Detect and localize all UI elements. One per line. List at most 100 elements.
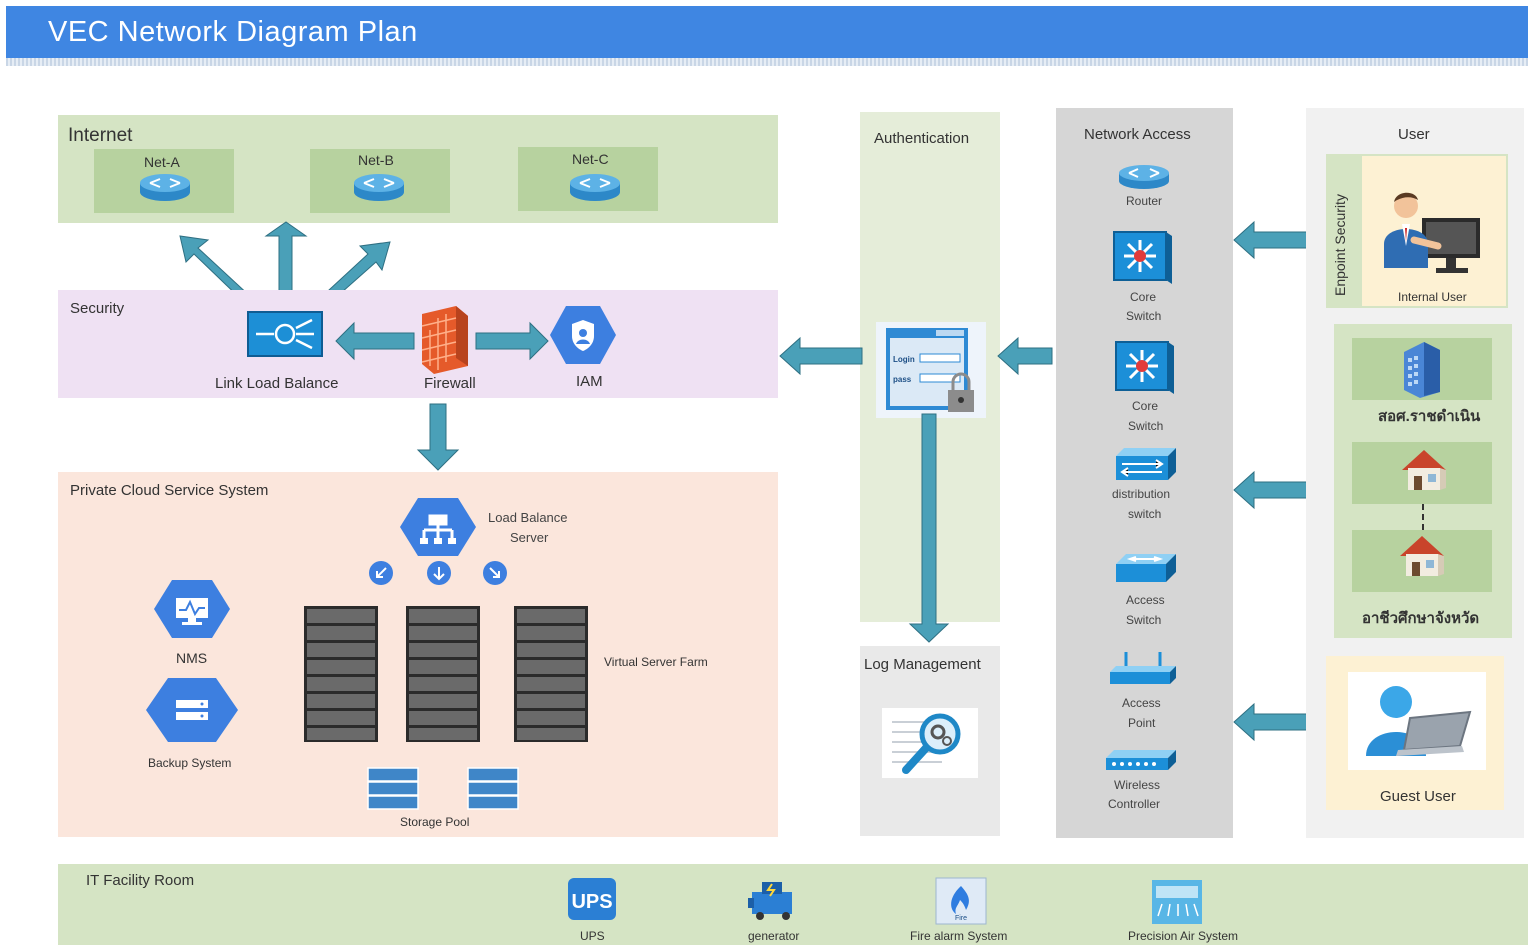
- log-management-title: Log Management: [864, 656, 981, 673]
- ups-label: UPS: [580, 929, 605, 943]
- access-switch-label-2: Switch: [1126, 613, 1162, 627]
- private-cloud-title: Private Cloud Service System: [70, 482, 269, 499]
- log-search-icon: [882, 708, 978, 778]
- internal-user-label: Internal User: [1398, 290, 1467, 304]
- net-c-box: Net-C: [518, 147, 658, 211]
- provincial-label: อาชีวศึกษาจังหวัด: [1362, 610, 1480, 627]
- fire-alarm-label: Fire alarm System: [910, 929, 1008, 943]
- router-label: Router: [1126, 194, 1163, 208]
- guest-user-label: Guest User: [1380, 788, 1456, 805]
- net-c-label: Net-C: [572, 151, 609, 167]
- internet-title: Internet: [68, 125, 133, 146]
- backup-label: Backup System: [148, 756, 232, 770]
- distribution-switch-icon: [1116, 448, 1176, 480]
- firewall-arrows: [335, 321, 549, 361]
- office-label: สอศ.ราชดำเนิน: [1378, 408, 1481, 425]
- private-cloud-panel: Private Cloud Service System Load Balanc…: [58, 472, 778, 837]
- house-icon: [1400, 536, 1444, 576]
- load-balance-label-2: Server: [510, 530, 549, 545]
- header-bar: VEC Network Diagram Plan: [6, 6, 1528, 58]
- page-title: VEC Network Diagram Plan: [48, 16, 418, 48]
- core-switch-1-label-1: Core: [1130, 290, 1157, 304]
- core-switch-2-label-1: Core: [1132, 399, 1159, 413]
- storage-icon-2: [467, 767, 519, 810]
- core-switch-icon: [1115, 341, 1174, 394]
- precision-air-label: Precision Air System: [1128, 929, 1239, 943]
- access-point-label-1: Access: [1122, 696, 1161, 710]
- facility-title: IT Facility Room: [86, 872, 195, 889]
- ups-badge-text: UPS: [571, 891, 612, 913]
- server-rack-2: [406, 606, 480, 742]
- arrow-to-security: [779, 336, 863, 376]
- security-panel: Security Link Load Balance Firewall IAM: [58, 290, 778, 398]
- internal-user-box: Enpoint Security Internal User: [1326, 154, 1508, 308]
- login-text: Login: [893, 355, 915, 364]
- endpoint-security-label: Enpoint Security: [1332, 194, 1348, 296]
- network-access-panel: Network Access Router Core Switch Core S…: [1056, 108, 1233, 838]
- net-b-box: Net-B: [310, 149, 450, 213]
- internet-panel: Internet Net-A Net-B Net-C: [58, 115, 778, 223]
- core-switch-icon: [1113, 231, 1172, 284]
- net-a-label: Net-A: [144, 154, 180, 170]
- core-switch-1-label-2: Switch: [1126, 309, 1162, 323]
- net-a-box: Net-A: [94, 149, 234, 213]
- iam-icon: [550, 306, 616, 364]
- link-load-balance-label: Link Load Balance: [215, 375, 339, 392]
- guest-user-icon: [1366, 686, 1472, 756]
- precision-air-icon: [1152, 880, 1202, 924]
- storage-icon-1: [367, 767, 419, 810]
- nms-label: NMS: [176, 650, 208, 666]
- user-title: User: [1398, 126, 1430, 143]
- distribution-arrow-icons: [369, 561, 507, 585]
- load-balance-label-1: Load Balance: [488, 510, 568, 525]
- server-rack-1: [304, 606, 378, 742]
- access-switch-label-1: Access: [1126, 593, 1165, 607]
- arrow-to-cloud: [416, 403, 460, 471]
- arrow-to-authentication: [997, 336, 1053, 376]
- facility-panel: IT Facility Room UPS UPS generator Fire …: [58, 864, 1528, 945]
- network-access-title: Network Access: [1084, 126, 1191, 143]
- server-rack-3: [514, 606, 588, 742]
- firewall-label: Firewall: [424, 375, 476, 392]
- load-balance-server-icon: [400, 498, 476, 556]
- core-switch-2-label-2: Switch: [1128, 419, 1164, 433]
- access-point-label-2: Point: [1128, 716, 1156, 730]
- net-b-label: Net-B: [358, 152, 394, 168]
- access-point-icon: [1110, 652, 1176, 684]
- guest-user-box: Guest User: [1326, 656, 1504, 810]
- router-icon: [140, 174, 190, 201]
- connector-dashed: [1422, 504, 1424, 530]
- arrow-to-log: [908, 413, 950, 643]
- server-farm-label: Virtual Server Farm: [604, 655, 708, 669]
- distribution-label-1: distribution: [1112, 487, 1171, 501]
- access-switch-icon: [1116, 554, 1176, 582]
- firewall-icon: [421, 306, 468, 374]
- backup-icon: [146, 678, 238, 742]
- nms-icon: [154, 580, 230, 638]
- security-title: Security: [70, 300, 125, 317]
- branch-users-box: สอศ.ราชดำเนิน อาชีวศึกษาจังหวัด: [1334, 324, 1512, 638]
- authentication-title: Authentication: [874, 130, 970, 147]
- wireless-label-1: Wireless: [1114, 778, 1161, 792]
- link-load-balance-icon: [247, 311, 323, 357]
- house-icon: [1402, 450, 1446, 490]
- router-icon: [570, 174, 620, 201]
- iam-label: IAM: [576, 373, 603, 390]
- internal-user-icon: [1384, 192, 1480, 273]
- router-icon: [354, 174, 404, 201]
- header-divider: [6, 58, 1528, 66]
- distribution-label-2: switch: [1128, 507, 1162, 521]
- pass-text: pass: [893, 375, 912, 384]
- wireless-controller-icon: [1106, 750, 1176, 770]
- login-icon: Login pass: [876, 322, 986, 418]
- storage-label: Storage Pool: [400, 815, 470, 829]
- ups-icon: UPS: [568, 878, 616, 920]
- fire-alarm-icon: Fire: [935, 877, 987, 925]
- log-management-panel: Log Management: [860, 646, 1000, 836]
- generator-icon: [748, 882, 792, 920]
- router-icon: [1119, 165, 1169, 189]
- wireless-label-2: Controller: [1108, 797, 1161, 811]
- arrow-guest-user: [1233, 702, 1315, 742]
- building-icon: [1404, 342, 1440, 398]
- fire-badge-text: Fire: [955, 915, 967, 922]
